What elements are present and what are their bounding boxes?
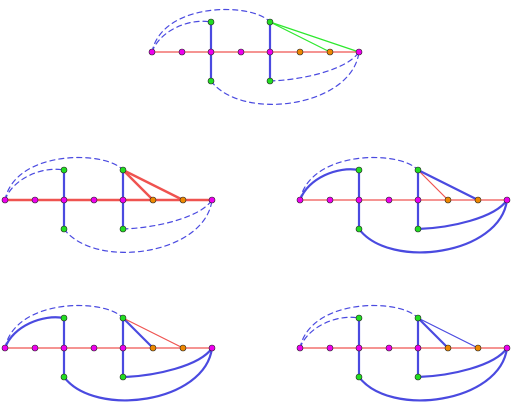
node-magenta: [237, 48, 245, 56]
solid-arc: [298, 168, 361, 202]
node-magenta: [414, 344, 422, 352]
node-magenta: [266, 48, 274, 56]
node-magenta: [148, 48, 156, 56]
node-magenta: [119, 344, 127, 352]
node-green: [60, 225, 68, 233]
node-green: [355, 373, 363, 381]
solid-arc: [62, 346, 214, 402]
node-magenta: [385, 344, 393, 352]
node-green: [119, 314, 127, 322]
node-magenta: [207, 48, 215, 56]
solid-arc: [416, 198, 509, 231]
node-green: [119, 166, 127, 174]
diagonal-edge: [121, 168, 155, 202]
node-orange: [296, 48, 304, 56]
node-magenta: [208, 344, 216, 352]
node-magenta: [503, 344, 511, 352]
node-orange: [474, 196, 482, 204]
node-orange: [179, 344, 187, 352]
diagonal-edge: [417, 169, 449, 201]
solid-arc: [121, 346, 214, 379]
diagonal-edge: [122, 317, 184, 349]
node-orange: [444, 344, 452, 352]
node-magenta: [90, 196, 98, 204]
node-green: [119, 373, 127, 381]
node-orange: [179, 196, 187, 204]
node-orange: [149, 344, 157, 352]
node-magenta: [326, 344, 334, 352]
solid-arc: [416, 346, 509, 379]
graph-panel-middle-left: [1, 156, 216, 253]
node-green: [355, 166, 363, 174]
node-green: [414, 373, 422, 381]
node-green: [60, 373, 68, 381]
node-green: [266, 77, 274, 85]
dashed-arc: [151, 20, 212, 53]
node-magenta: [296, 344, 304, 352]
node-magenta: [208, 196, 216, 204]
diagonal-edge: [416, 168, 480, 202]
diagonal-edge: [121, 168, 185, 202]
solid-arc: [3, 316, 66, 350]
dashed-arc: [299, 156, 419, 201]
node-green: [207, 18, 215, 26]
node-magenta: [355, 344, 363, 352]
node-magenta: [178, 48, 186, 56]
graph-panel-bottom-left: [1, 304, 216, 402]
node-magenta: [385, 196, 393, 204]
dashed-arc: [122, 199, 213, 230]
node-green: [414, 314, 422, 322]
graph-panel-middle-right: [296, 156, 511, 254]
node-magenta: [60, 196, 68, 204]
dashed-arc: [269, 51, 360, 82]
dashed-arc: [4, 168, 65, 201]
solid-arc: [357, 198, 509, 254]
node-green: [414, 166, 422, 174]
node-magenta: [296, 196, 304, 204]
node-magenta: [1, 196, 9, 204]
node-magenta: [503, 196, 511, 204]
node-green: [266, 18, 274, 26]
graph-panel-bottom-right: [296, 304, 511, 402]
node-green: [355, 314, 363, 322]
diagonal-edge: [416, 316, 450, 350]
dashed-arc: [63, 199, 213, 253]
node-magenta: [90, 344, 98, 352]
node-green: [60, 314, 68, 322]
diagonal-edge: [269, 21, 331, 53]
dashed-arc: [4, 304, 124, 349]
node-orange: [149, 196, 157, 204]
diagonal-edge: [121, 316, 155, 350]
dashed-arc: [299, 304, 419, 349]
node-green: [119, 225, 127, 233]
node-orange: [444, 196, 452, 204]
dashed-arc: [210, 51, 360, 105]
node-magenta: [60, 344, 68, 352]
node-green: [414, 225, 422, 233]
dashed-arc: [4, 156, 124, 201]
dashed-arc: [299, 316, 360, 349]
node-orange: [326, 48, 334, 56]
node-magenta: [355, 196, 363, 204]
node-magenta: [31, 344, 39, 352]
node-magenta: [119, 196, 127, 204]
node-green: [60, 166, 68, 174]
node-green: [355, 225, 363, 233]
node-magenta: [355, 48, 363, 56]
graph-panel-top: [148, 8, 363, 105]
node-orange: [474, 344, 482, 352]
node-magenta: [326, 196, 334, 204]
node-magenta: [1, 344, 9, 352]
node-green: [207, 77, 215, 85]
diagonal-edge: [269, 21, 360, 53]
diagonal-edge: [417, 317, 479, 349]
node-magenta: [31, 196, 39, 204]
solid-arc: [357, 346, 509, 402]
dashed-arc: [151, 8, 271, 53]
node-magenta: [414, 196, 422, 204]
